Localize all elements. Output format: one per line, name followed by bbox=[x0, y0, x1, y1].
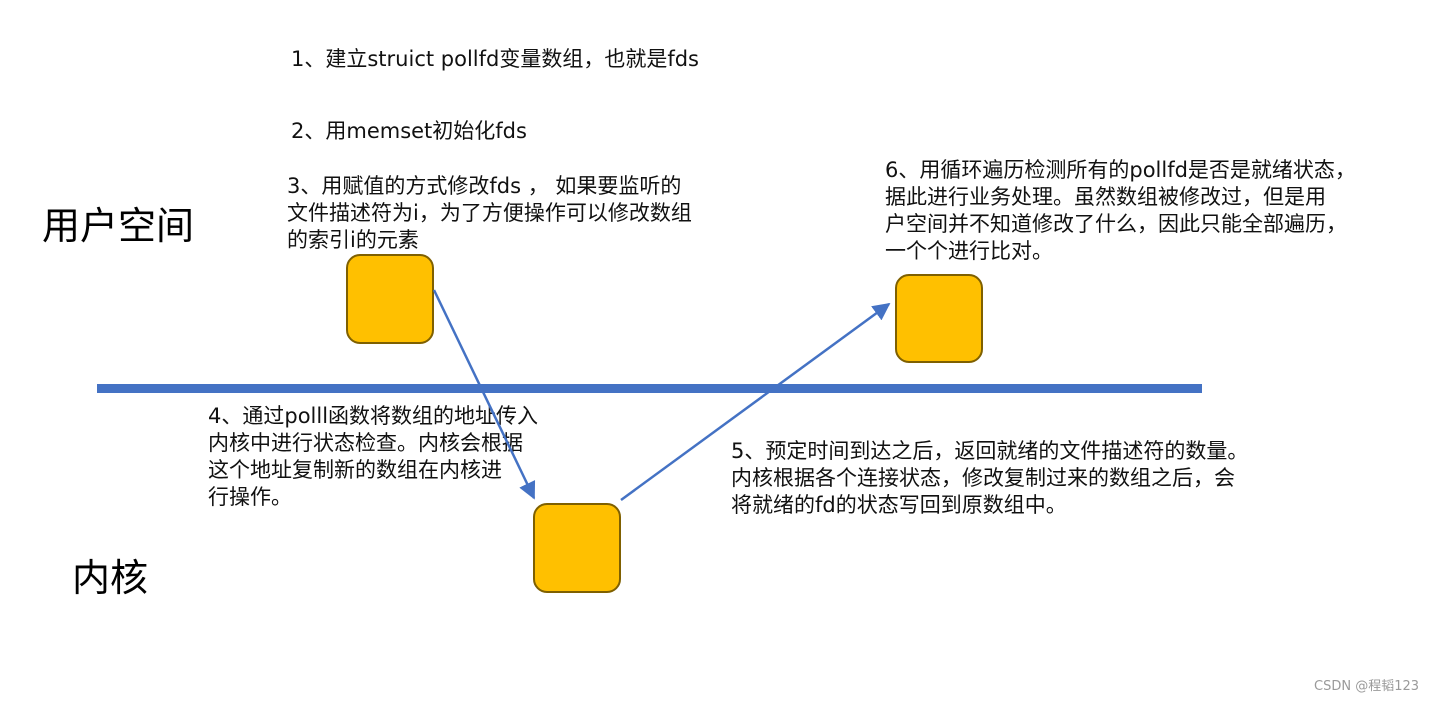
step-4-text: 4、通过polll函数将数组的地址传入 内核中进行状态检查。内核会根据 这个地址… bbox=[208, 404, 539, 509]
step-1-text: 1、建立struict pollfd变量数组，也就是fds bbox=[291, 47, 700, 71]
step-3-text: 3、用赋值的方式修改fds ， 如果要监听的 文件描述符为i，为了方便操作可以修… bbox=[287, 174, 692, 252]
result-array-box bbox=[895, 274, 983, 363]
watermark: CSDN @程韬123 bbox=[1314, 679, 1420, 694]
copy-to-kernel-arrow bbox=[432, 289, 536, 500]
step-5-text: 5、预定时间到达之后，返回就绪的文件描述符的数量。 内核根据各个连接状态，修改复… bbox=[731, 439, 1249, 517]
kernel-array-box bbox=[533, 503, 621, 593]
user-space-label: 用户空间 bbox=[42, 204, 195, 248]
step-2-text: 2、用memset初始化fds bbox=[291, 119, 527, 143]
step-6-text: 6、用循环遍历检测所有的pollfd是否是就绪状态， 据此进行业务处理。虽然数组… bbox=[885, 158, 1356, 263]
write-back-arrow bbox=[620, 302, 891, 502]
user-array-box bbox=[346, 254, 434, 344]
kernel-label: 内核 bbox=[72, 556, 149, 600]
user-kernel-divider bbox=[97, 384, 1202, 393]
